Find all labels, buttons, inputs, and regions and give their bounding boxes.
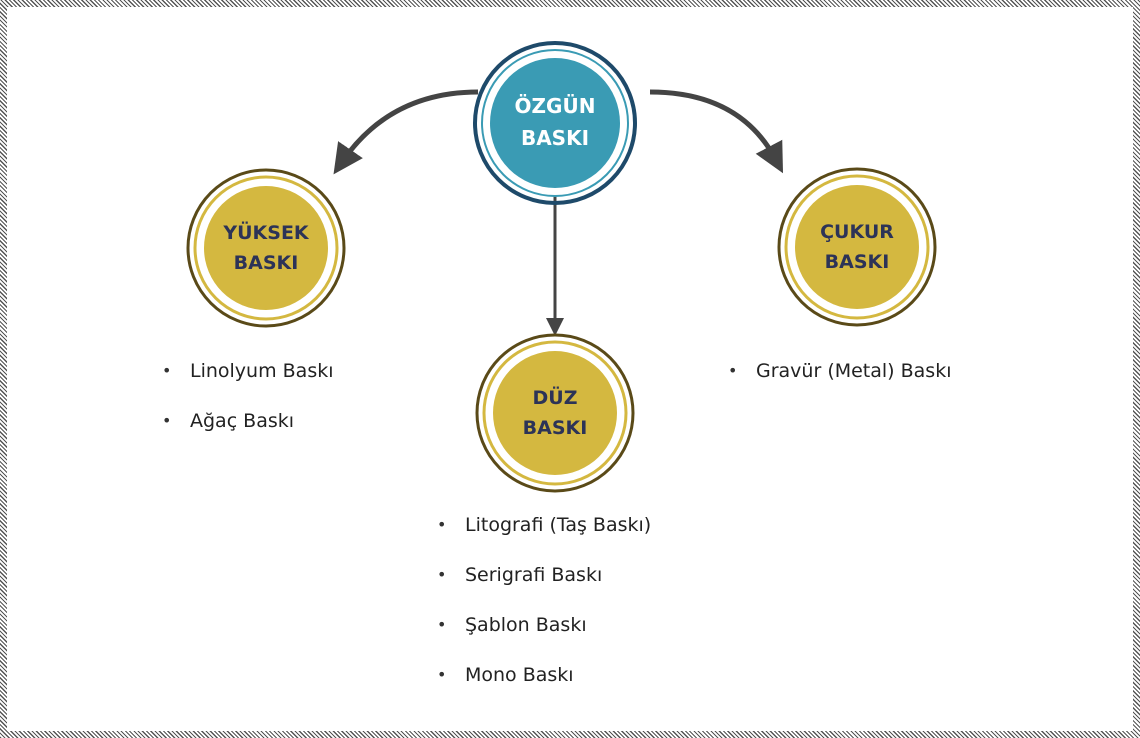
list-item: • Gravür (Metal) Baskı [728, 355, 952, 387]
list-item: • Litografi (Taş Baskı) [437, 509, 651, 541]
arrow-to-cukur [649, 89, 784, 174]
cukur-label: ÇUKUR BASKI [777, 217, 937, 277]
list-item: • Mono Baskı [437, 659, 651, 691]
list-item-label: Mono Baskı [465, 664, 574, 686]
list-item-label: Litografi (Taş Baskı) [465, 514, 652, 536]
duz-node [475, 333, 635, 493]
bullet-icon: • [728, 361, 738, 380]
cukur-list: • Gravür (Metal) Baskı [728, 355, 952, 405]
bullet-icon: • [162, 411, 172, 430]
root-label: ÖZGÜN BASKI [475, 90, 635, 154]
cukur-label-line2: BASKI [824, 251, 890, 273]
yuksek-label-line1: YÜKSEK [223, 222, 309, 244]
yuksek-label-line2: BASKI [233, 252, 299, 274]
bullet-icon: • [437, 665, 447, 684]
cukur-node [777, 167, 937, 327]
list-item: • Serigrafi Baskı [437, 559, 651, 591]
duz-label: DÜZ BASKI [475, 383, 635, 443]
bullet-icon: • [162, 361, 172, 380]
yuksek-list: • Linolyum Baskı • Ağaç Baskı [162, 355, 334, 455]
arrow-to-yuksek [333, 89, 479, 175]
root-label-line1: ÖZGÜN [514, 94, 596, 118]
yuksek-node [186, 168, 346, 328]
list-item-label: Ağaç Baskı [190, 410, 295, 432]
root-node [473, 41, 637, 205]
list-item: • Ağaç Baskı [162, 405, 334, 437]
bullet-icon: • [437, 615, 447, 634]
yuksek-label: YÜKSEK BASKI [186, 218, 346, 278]
list-item-label: Şablon Baskı [465, 614, 587, 636]
list-item-label: Linolyum Baskı [190, 360, 334, 382]
duz-list: •Litografi (Taş Baskı) •Serigrafi Baskı … [437, 509, 651, 709]
list-item: • Şablon Baskı [437, 609, 651, 641]
duz-label-line2: BASKI [522, 417, 588, 439]
list-item-label: Gravür (Metal) Baskı [756, 360, 952, 382]
cukur-label-line1: ÇUKUR [820, 221, 894, 243]
bullet-icon: • [437, 515, 447, 534]
root-label-line2: BASKI [520, 126, 590, 150]
duz-label-line1: DÜZ [532, 387, 578, 409]
list-item: • Linolyum Baskı [162, 355, 334, 387]
list-item-label: Serigrafi Baskı [465, 564, 603, 586]
bullet-icon: • [437, 565, 447, 584]
